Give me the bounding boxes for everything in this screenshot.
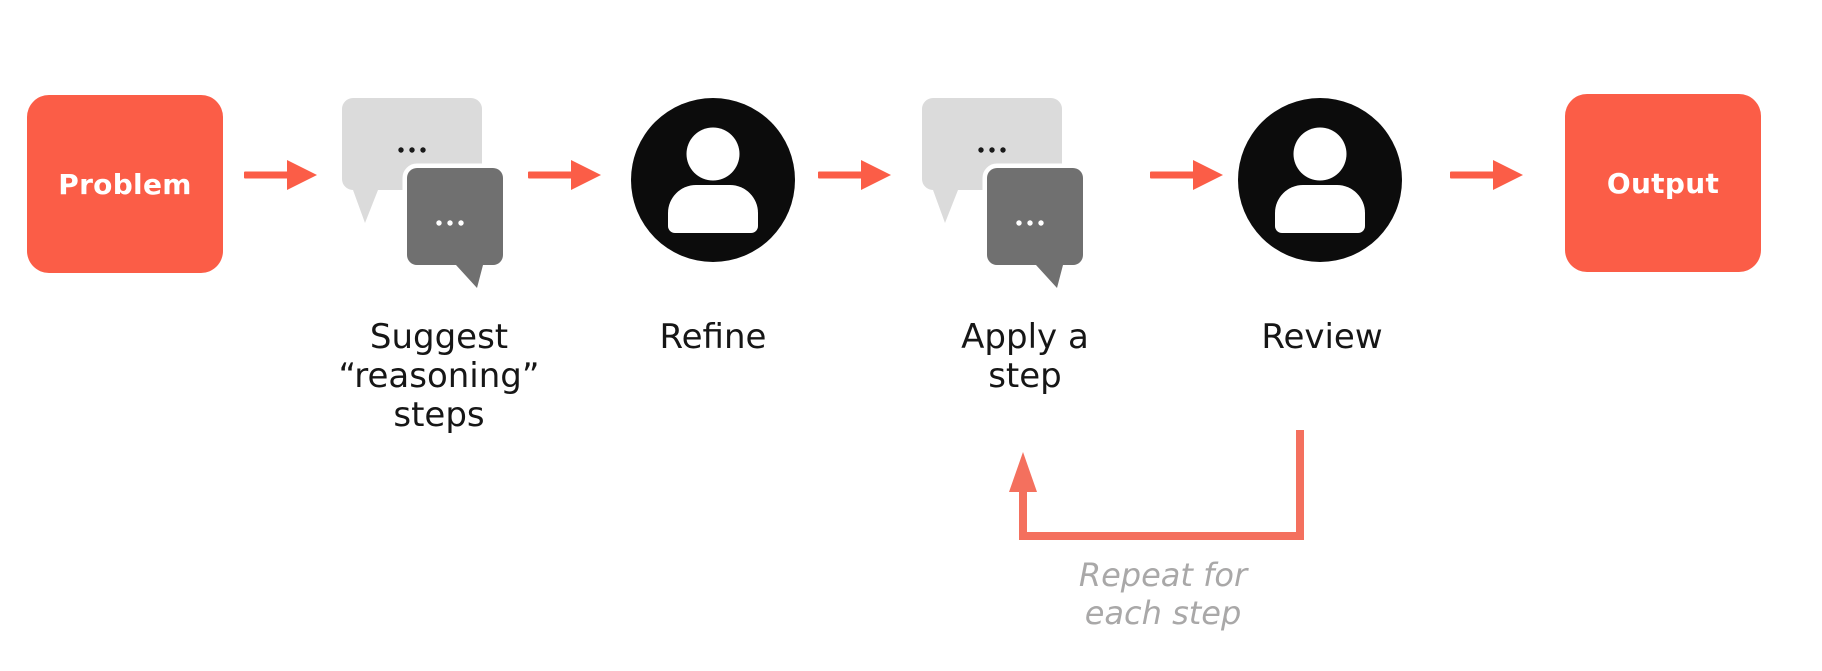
chat-bubbles-icon bbox=[922, 98, 1086, 292]
ellipsis-dots bbox=[436, 220, 464, 226]
suggest-steps-label: Suggest “reasoning” steps bbox=[279, 318, 599, 435]
label-line: steps bbox=[393, 395, 485, 435]
review-label: Review bbox=[1162, 318, 1482, 357]
label-line: Review bbox=[1261, 317, 1383, 357]
chat-bubbles-icon bbox=[342, 98, 506, 292]
light-bubble bbox=[342, 98, 482, 223]
label-line: Suggest bbox=[369, 317, 509, 357]
ellipsis-dots bbox=[1016, 220, 1044, 226]
problem-node: Problem bbox=[27, 95, 223, 273]
caption-line: each step bbox=[1084, 594, 1242, 632]
loop-caption: Repeat for each step bbox=[993, 556, 1333, 632]
flow-arrow-icon bbox=[818, 160, 891, 190]
output-label: Output bbox=[1606, 166, 1720, 200]
dark-bubble bbox=[402, 163, 506, 292]
flow-arrow-icon bbox=[528, 160, 601, 190]
apply-step-label: Apply a step bbox=[865, 318, 1185, 396]
person-icon bbox=[631, 98, 795, 262]
refine-label: Refine bbox=[553, 318, 873, 357]
caption-line: Repeat for bbox=[1078, 556, 1248, 594]
flow-arrow-icon bbox=[244, 160, 317, 190]
problem-label: Problem bbox=[58, 167, 192, 201]
person-icon bbox=[1238, 98, 1402, 262]
light-bubble bbox=[922, 98, 1062, 223]
ellipsis-dots bbox=[398, 147, 426, 153]
dark-bubble bbox=[982, 163, 1086, 292]
label-line: Refine bbox=[659, 317, 767, 357]
loop-arrow-icon bbox=[1009, 430, 1304, 540]
flow-arrow-icon bbox=[1450, 160, 1523, 190]
label-line: “reasoning” bbox=[338, 356, 540, 396]
flow-arrow-icon bbox=[1150, 160, 1223, 190]
label-line: Apply a bbox=[961, 317, 1089, 357]
ellipsis-dots bbox=[978, 147, 1006, 153]
output-node: Output bbox=[1565, 94, 1761, 272]
label-line: step bbox=[988, 356, 1062, 396]
